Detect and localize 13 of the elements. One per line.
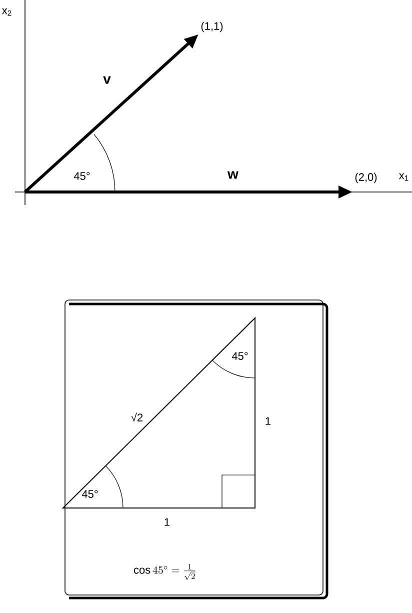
- coordinate-label: (2,0): [355, 172, 377, 184]
- axis-label: x$_{2}$: [2, 8, 12, 16]
- side-label: 1: [164, 518, 170, 526]
- side-label: 1: [266, 417, 271, 425]
- angle-label: 45°: [74, 172, 90, 180]
- angle-label: 45°: [232, 352, 248, 360]
- formula: $\cos 45^{\circ} = \frac{1}{\sqrt{2}}$: [134, 564, 196, 580]
- vector-label: v: [103, 76, 111, 84]
- axis-label: x$_{1}$: [398, 173, 408, 181]
- coordinate-label: (1,1): [201, 22, 223, 32]
- side-label: √2: [131, 412, 143, 422]
- vector-label: w: [228, 171, 238, 179]
- angle-label: 45°: [82, 490, 98, 498]
